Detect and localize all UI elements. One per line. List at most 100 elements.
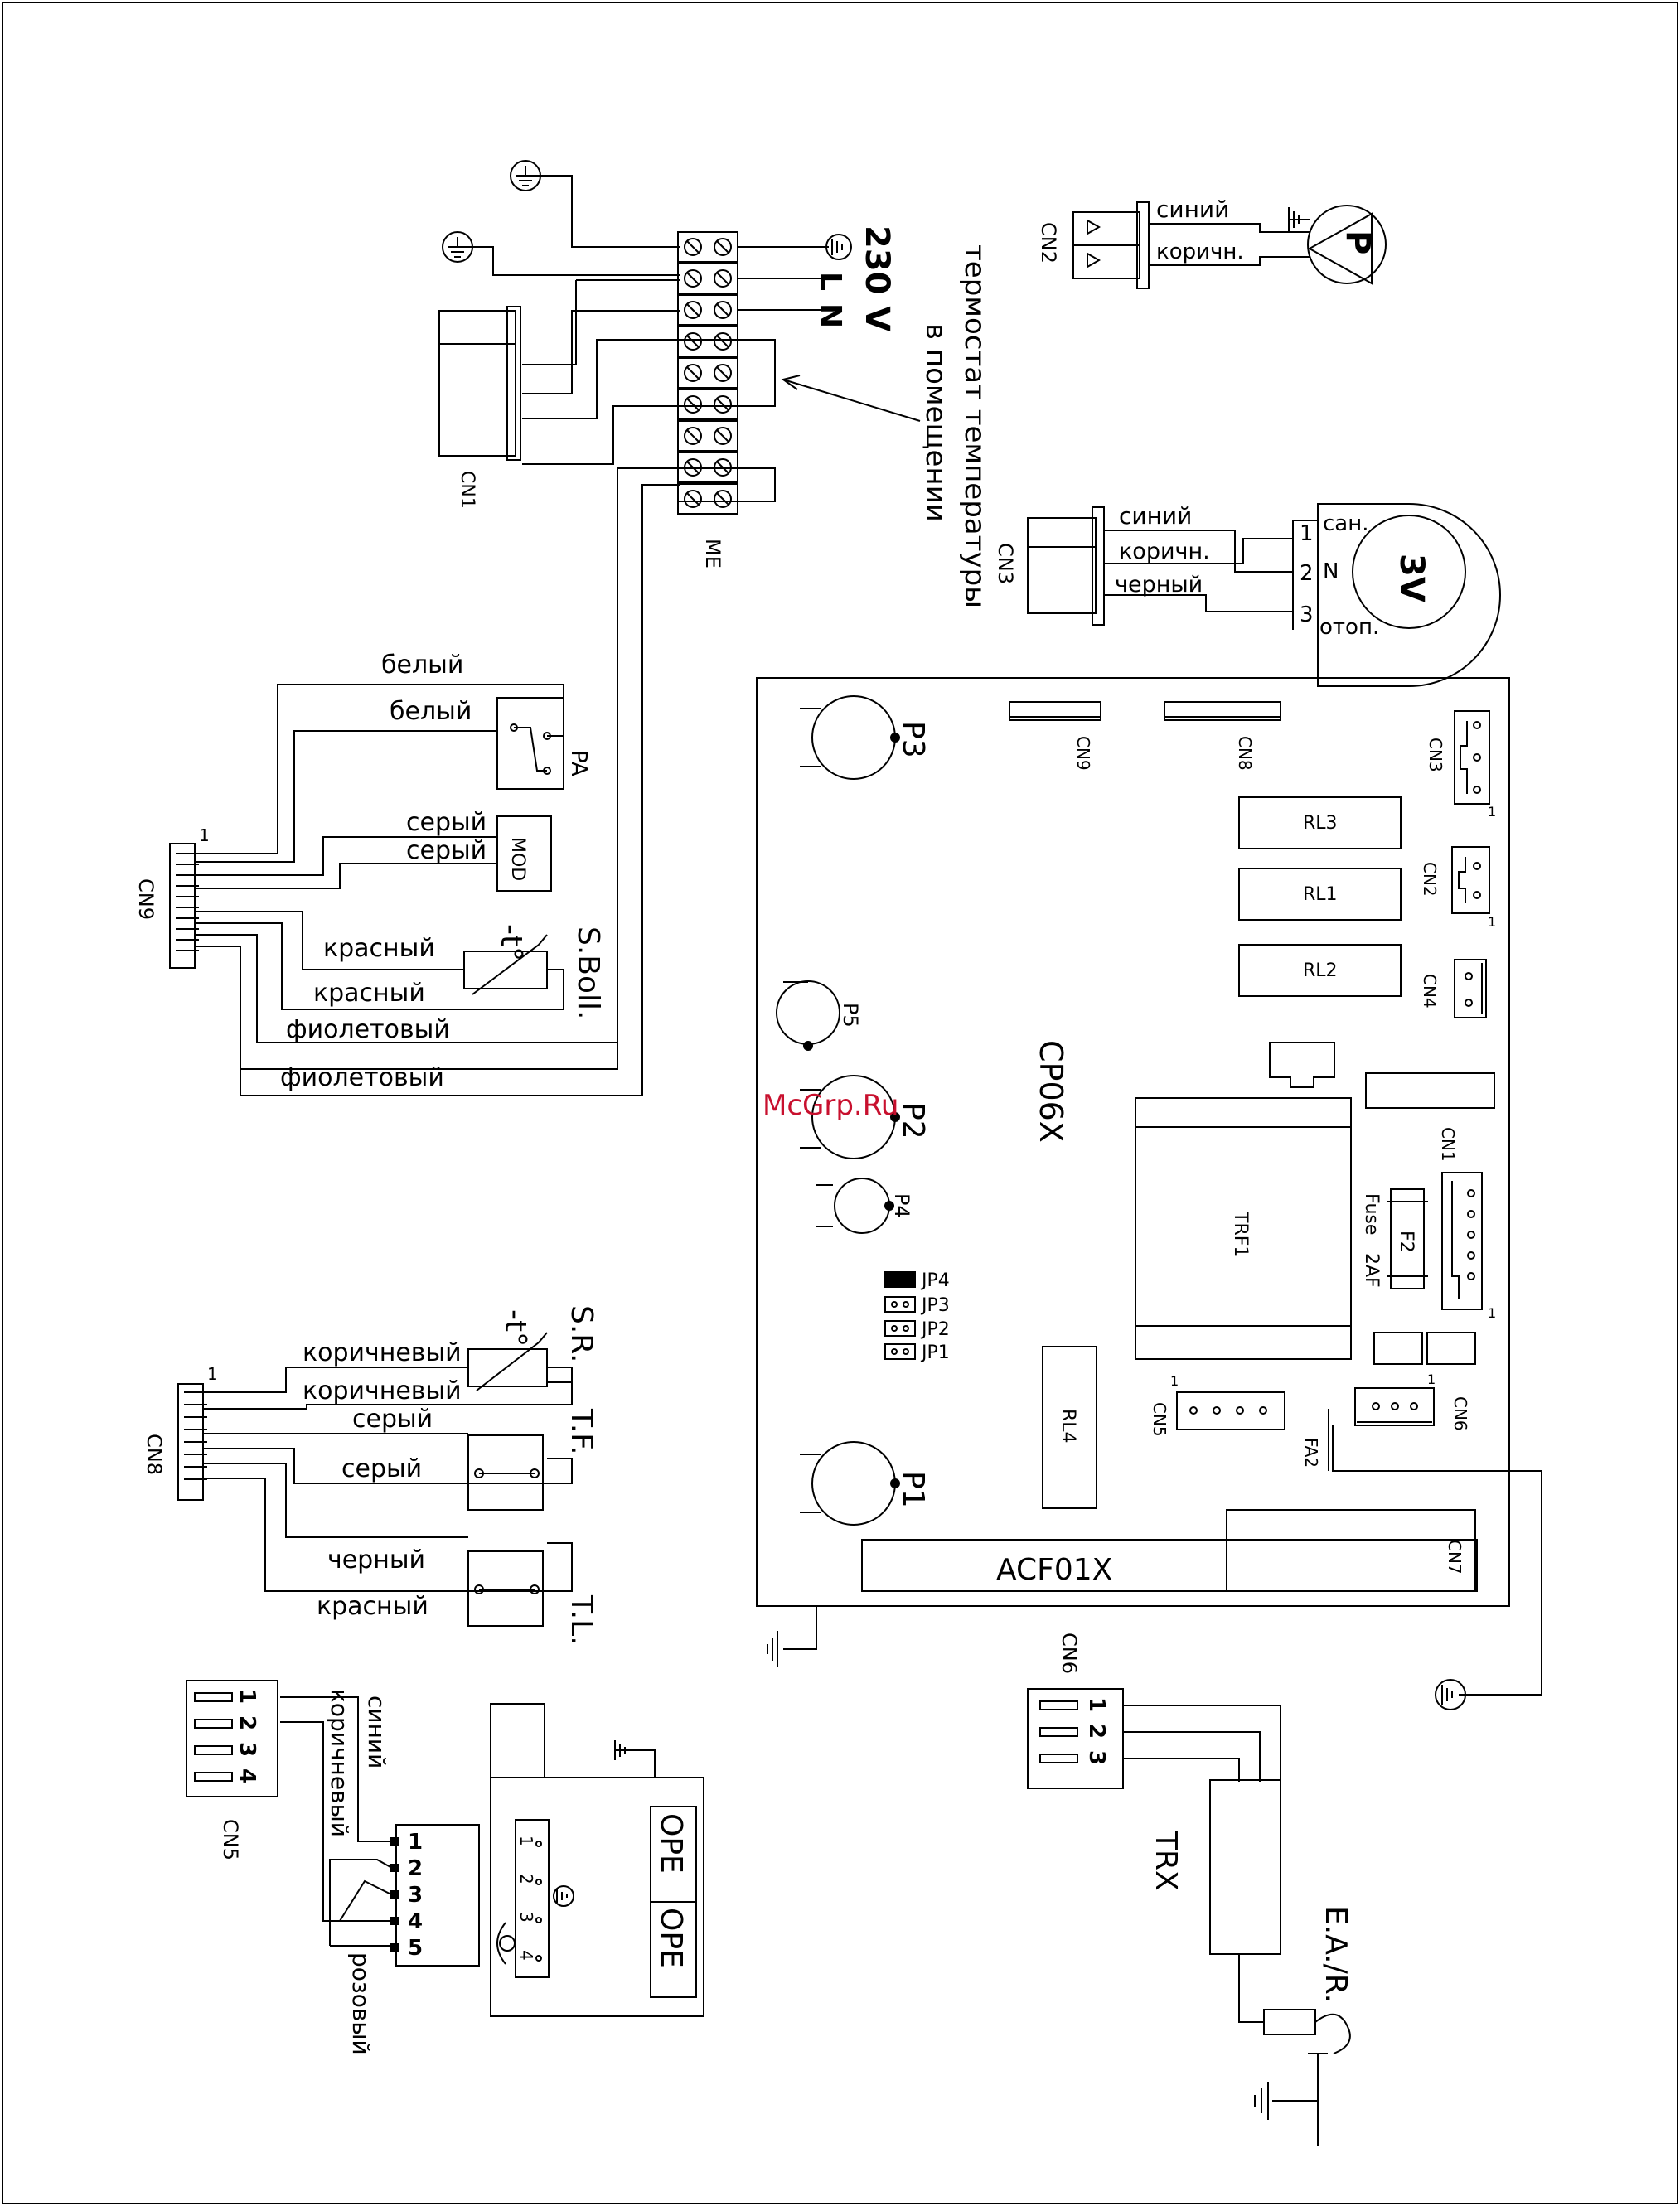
ntc-label-1: -t° bbox=[494, 924, 528, 961]
cn8-wire-red: красный bbox=[317, 1592, 428, 1621]
gv-pin-number: 3 bbox=[408, 1883, 423, 1908]
jp1-label: JP1 bbox=[920, 1342, 950, 1363]
ea-r-label: E.A./R. bbox=[1319, 1906, 1353, 2003]
terminal-row bbox=[677, 263, 829, 294]
cn6-label: CN6 bbox=[1058, 1633, 1081, 1674]
board-cn6-pin1: 1 bbox=[1427, 1371, 1436, 1387]
terminal-block-label: ME bbox=[701, 539, 724, 568]
rl3-label: RL3 bbox=[1303, 813, 1338, 834]
ope-ground-icon bbox=[553, 1885, 574, 1907]
ntc-label-2: -t° bbox=[498, 1309, 532, 1347]
board-cn2: CN2 1 bbox=[1420, 846, 1496, 930]
board-cn3: CN3 1 bbox=[1426, 710, 1496, 820]
gas-valve-ground-icon bbox=[614, 1740, 656, 1778]
cn8-wire-brown2: коричневый bbox=[303, 1376, 462, 1405]
board-cn5-pin1: 1 bbox=[1170, 1373, 1179, 1389]
relay-rl2 bbox=[1238, 944, 1402, 997]
jp2-label: JP2 bbox=[920, 1319, 950, 1340]
mains-ground-icon bbox=[825, 234, 852, 260]
ope-pin-number: 4 bbox=[516, 1950, 536, 1961]
cn5-slot bbox=[194, 1719, 233, 1729]
fuse-rating-label: 2AF bbox=[1361, 1253, 1382, 1288]
board-cn1-pin1: 1 bbox=[1488, 1305, 1496, 1321]
top-left-wiring bbox=[240, 160, 776, 1096]
rl1-label: RL1 bbox=[1303, 884, 1338, 905]
cn9-wire-violet2: фиолетовый bbox=[280, 1063, 444, 1092]
trf1-label: TRF1 bbox=[1230, 1211, 1251, 1257]
cn8-group: 1 CN8 коричневый коричневый серый серый … bbox=[143, 1305, 598, 1646]
jp4-label: JP4 bbox=[920, 1270, 950, 1291]
gv-pin-contact bbox=[390, 1864, 399, 1872]
gv-pin-number: 1 bbox=[408, 1830, 423, 1855]
board-cn7 bbox=[1226, 1509, 1476, 1592]
board-cn2-pin1: 1 bbox=[1488, 914, 1496, 930]
board-cn8-label: CN8 bbox=[1235, 736, 1255, 771]
board-cn2-label: CN2 bbox=[1420, 862, 1440, 897]
board-cn3-label: CN3 bbox=[1426, 738, 1445, 772]
board-cn4: CN4 bbox=[1420, 959, 1487, 1018]
electrode-plug bbox=[1263, 2009, 1316, 2035]
mains-labels: 230 V L N bbox=[813, 225, 896, 331]
cn9-wire-grey1: серый bbox=[406, 808, 487, 837]
cn6-slot bbox=[1039, 1727, 1078, 1737]
p4-label: P4 bbox=[890, 1193, 913, 1218]
cn9-connector bbox=[169, 843, 196, 969]
cn5-pin-number: 1 bbox=[235, 1689, 259, 1704]
board-cn7-label: CN7 bbox=[1445, 1540, 1465, 1575]
thermostat-line2: в помещении bbox=[919, 323, 952, 522]
trx-label: TRX bbox=[1149, 1831, 1183, 1891]
s-r-label: S.R. bbox=[564, 1305, 598, 1362]
cn5-wire-blue: синий bbox=[363, 1696, 390, 1768]
cn5-pin-number: 4 bbox=[235, 1768, 259, 1783]
cn5-pin-number: 2 bbox=[235, 1715, 259, 1730]
cn5-connector bbox=[186, 1680, 278, 1797]
acf-label: ACF01X bbox=[996, 1553, 1112, 1587]
board-cn1-label: CN1 bbox=[1438, 1127, 1458, 1162]
cn8-wire-black: черный bbox=[327, 1546, 425, 1575]
cn8-pin1: 1 bbox=[207, 1364, 218, 1384]
valve-pin1: 1 bbox=[1300, 521, 1314, 546]
board-cn9: CN9 bbox=[1009, 701, 1101, 771]
t-f-label: T.F. bbox=[564, 1408, 598, 1455]
cn5-slot bbox=[194, 1745, 233, 1755]
valve-wire-blue: синий bbox=[1119, 502, 1192, 530]
board-cn6-label: CN6 bbox=[1450, 1396, 1470, 1431]
p3-label: P3 bbox=[896, 721, 930, 758]
cn9-wire-white2: белый bbox=[390, 697, 472, 726]
gv-pin-contact bbox=[390, 1943, 399, 1952]
valve-wire-black: черный bbox=[1115, 572, 1203, 597]
cn9-group: 1 CN9 белый белый серый серый красный кр… bbox=[134, 651, 617, 1096]
terminal-row bbox=[677, 294, 829, 326]
rl4-label: RL4 bbox=[1058, 1409, 1078, 1444]
pump-ground-icon bbox=[1288, 207, 1310, 232]
cn8-wire-brown1: коричневый bbox=[303, 1338, 462, 1367]
mains-voltage-label: 230 V bbox=[858, 225, 896, 331]
board-name: CP06X bbox=[1033, 1040, 1069, 1143]
gv-pin-contact bbox=[390, 1917, 399, 1925]
electrode-ground-icon bbox=[1254, 2082, 1318, 2120]
pump-icon bbox=[1307, 205, 1387, 284]
valve-label-n: N bbox=[1323, 559, 1339, 584]
f2-label: F2 bbox=[1396, 1231, 1416, 1253]
cn9-wire-violet1: фиолетовый bbox=[286, 1015, 450, 1044]
board-cn9-label: CN9 bbox=[1073, 736, 1093, 771]
ope-pin-number: 2 bbox=[516, 1874, 536, 1884]
ntc-s-r bbox=[467, 1348, 548, 1387]
pot-p5: P5 bbox=[776, 980, 862, 1051]
board-cn5: CN5 1 bbox=[1150, 1373, 1285, 1437]
jp3-label: JP3 bbox=[920, 1295, 950, 1316]
pot-p2: P2 bbox=[800, 1075, 930, 1159]
ope-pin-number: 1 bbox=[516, 1836, 536, 1846]
valve-label-san: сан. bbox=[1323, 511, 1369, 536]
pa-label: PA bbox=[566, 750, 591, 776]
pump: CN2 синий коричн. P bbox=[1037, 196, 1387, 289]
terminal-row bbox=[677, 389, 738, 420]
board-cn5-label: CN5 bbox=[1150, 1402, 1169, 1437]
rl2-label: RL2 bbox=[1303, 960, 1338, 981]
cn5-wire-brown: коричневый bbox=[326, 1689, 353, 1837]
p2-label: P2 bbox=[896, 1102, 930, 1139]
board-ground-icon bbox=[767, 1606, 817, 1667]
terminal-row bbox=[677, 483, 738, 515]
